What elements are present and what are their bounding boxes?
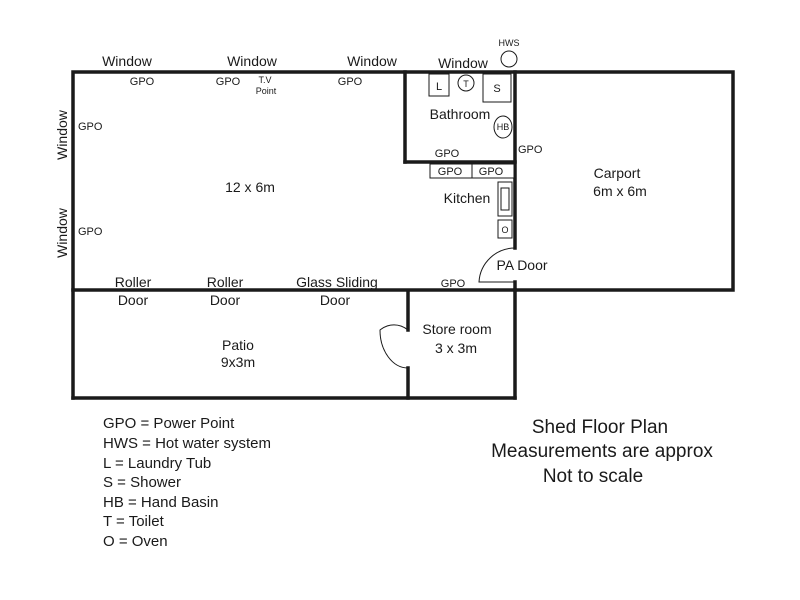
oven-label: O bbox=[501, 225, 508, 235]
patio-size: 9x3m bbox=[221, 354, 255, 370]
fixtures: L T S HB O bbox=[428, 50, 518, 239]
plan-note-measurements: Measurements are approx bbox=[491, 441, 713, 462]
oven-icon bbox=[497, 219, 513, 239]
plan-note-scale: Not to scale bbox=[543, 466, 643, 487]
tv-point-label-line1: T.V bbox=[258, 75, 271, 85]
door-swings bbox=[379, 247, 516, 369]
legend-item: S = Shower bbox=[103, 474, 181, 491]
gpo-label-kitchen-1: GPO bbox=[438, 166, 463, 178]
shed-outline bbox=[71, 70, 735, 292]
glass-sliding-door-line2: Door bbox=[320, 292, 351, 308]
gpo-label-top-1: GPO bbox=[130, 76, 155, 88]
legend-item: HB = Hand Basin bbox=[103, 494, 218, 511]
main-room-size: 12 x 6m bbox=[225, 179, 275, 195]
roller-door-2-line1: Roller bbox=[207, 274, 244, 290]
pa-door-swing bbox=[478, 247, 516, 283]
gpo-label-bathroom: GPO bbox=[435, 148, 460, 160]
legend-item: T = Toilet bbox=[103, 513, 165, 530]
gpo-label-door-side: GPO bbox=[441, 278, 466, 290]
gpo-label-top-3: GPO bbox=[338, 76, 363, 88]
room-labels: Bathroom 12 x 6m Kitchen Carport 6m x 6m… bbox=[221, 106, 647, 370]
toilet-icon bbox=[457, 74, 475, 92]
shower-label: S bbox=[493, 83, 500, 95]
window-label-top-2: Window bbox=[227, 53, 278, 69]
bathroom-label: Bathroom bbox=[430, 106, 491, 122]
hand-basin-icon bbox=[493, 115, 513, 139]
laundry-tub-icon bbox=[428, 73, 450, 97]
store-room-label: Store room bbox=[422, 321, 491, 337]
shower-icon bbox=[482, 73, 512, 103]
legend-item: O = Oven bbox=[103, 533, 168, 550]
carport-label: Carport bbox=[594, 165, 641, 181]
gpo-label-left-1: GPO bbox=[78, 121, 103, 133]
kitchen-sink-bowl bbox=[500, 187, 510, 211]
misc-labels: T.V Point HWS bbox=[256, 38, 520, 96]
store-room-size: 3 x 3m bbox=[435, 340, 477, 356]
roller-door-1-line2: Door bbox=[118, 292, 149, 308]
hot-water-system-icon bbox=[500, 50, 518, 68]
tv-point-label-line2: Point bbox=[256, 86, 277, 96]
window-labels: Window Window Window Window Window Windo… bbox=[54, 53, 489, 258]
laundry-label: L bbox=[436, 81, 442, 93]
kitchen-label: Kitchen bbox=[444, 190, 491, 206]
gpo-label-carport-wall: GPO bbox=[518, 144, 543, 156]
glass-sliding-door-line1: Glass Sliding bbox=[296, 274, 378, 290]
plan-notes: Shed Floor Plan Measurements are approx … bbox=[491, 417, 713, 487]
gpo-labels: GPO GPO GPO GPO GPO GPO GPO GPO GPO GPO bbox=[78, 76, 543, 290]
roller-door-2-line2: Door bbox=[210, 292, 241, 308]
legend-item: HWS = Hot water system bbox=[103, 435, 271, 452]
window-label-top-3: Window bbox=[347, 53, 398, 69]
gpo-label-left-2: GPO bbox=[78, 226, 103, 238]
window-label-top-1: Window bbox=[102, 53, 153, 69]
roller-door-1-line1: Roller bbox=[115, 274, 152, 290]
door-labels: Roller Door Roller Door Glass Sliding Do… bbox=[115, 274, 378, 308]
gpo-label-kitchen-2: GPO bbox=[479, 166, 504, 178]
legend-item: L = Laundry Tub bbox=[103, 455, 211, 472]
window-label-left-2: Window bbox=[54, 207, 70, 258]
toilet-label: T bbox=[463, 79, 469, 89]
gpo-label-top-2: GPO bbox=[216, 76, 241, 88]
patio-label: Patio bbox=[222, 337, 254, 353]
carport-size: 6m x 6m bbox=[593, 183, 647, 199]
window-label-top-4: Window bbox=[438, 55, 489, 71]
hand-basin-label: HB bbox=[497, 122, 510, 132]
hws-label: HWS bbox=[499, 38, 520, 48]
plan-title: Shed Floor Plan bbox=[532, 417, 668, 438]
legend: GPO = Power Point HWS = Hot water system… bbox=[103, 415, 271, 550]
walls bbox=[71, 70, 735, 400]
pa-door-label: PA Door bbox=[496, 257, 547, 273]
window-label-left-1: Window bbox=[54, 109, 70, 160]
legend-item: GPO = Power Point bbox=[103, 415, 235, 432]
store-door-swing bbox=[379, 324, 409, 369]
